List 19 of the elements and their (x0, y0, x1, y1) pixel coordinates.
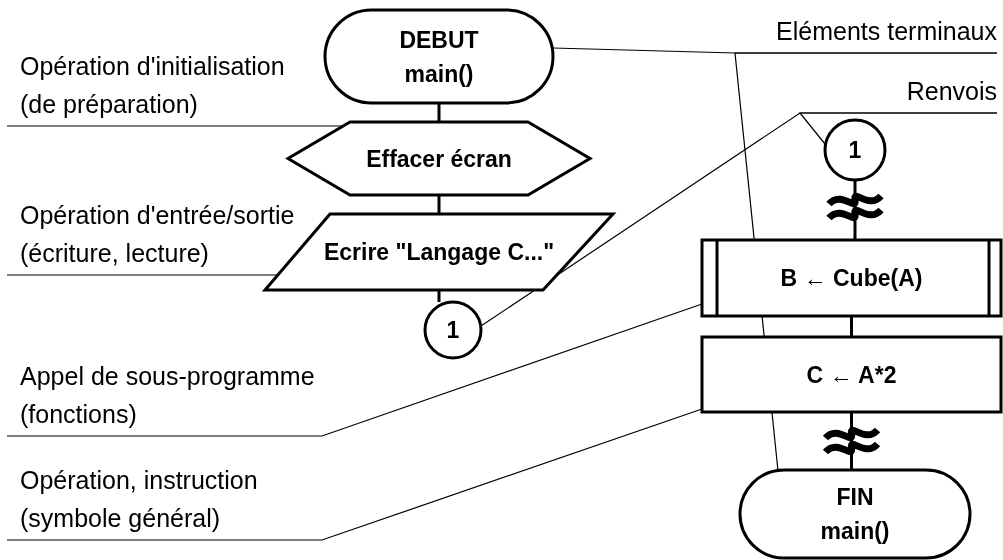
connector-circle: 1 (825, 120, 885, 180)
terminal-shape: DEBUT main() (325, 10, 553, 103)
annotation-text: Eléments terminaux (735, 14, 997, 53)
flow-line (437, 103, 441, 122)
flow-line (853, 180, 857, 240)
flow-line (437, 195, 441, 214)
subroutine-box: B ← Cube(A) (702, 240, 1001, 316)
annotation-text: Renvois (800, 75, 997, 113)
leader-line (6, 408, 703, 541)
annotation-text: Appel de sous-programme (fonctions) (7, 356, 332, 436)
connector-circle: 1 (425, 302, 481, 358)
flow-line (850, 316, 853, 337)
annotation-text: Opération, instruction (symbole général) (7, 460, 307, 540)
process-box: C ← A*2 (702, 337, 1001, 412)
terminal-shape: FIN main() (740, 470, 970, 558)
leader-line (480, 112, 998, 327)
leader-line (6, 303, 703, 437)
flow-line (850, 412, 853, 470)
preparation-hexagon: Effacer écran (288, 122, 590, 195)
